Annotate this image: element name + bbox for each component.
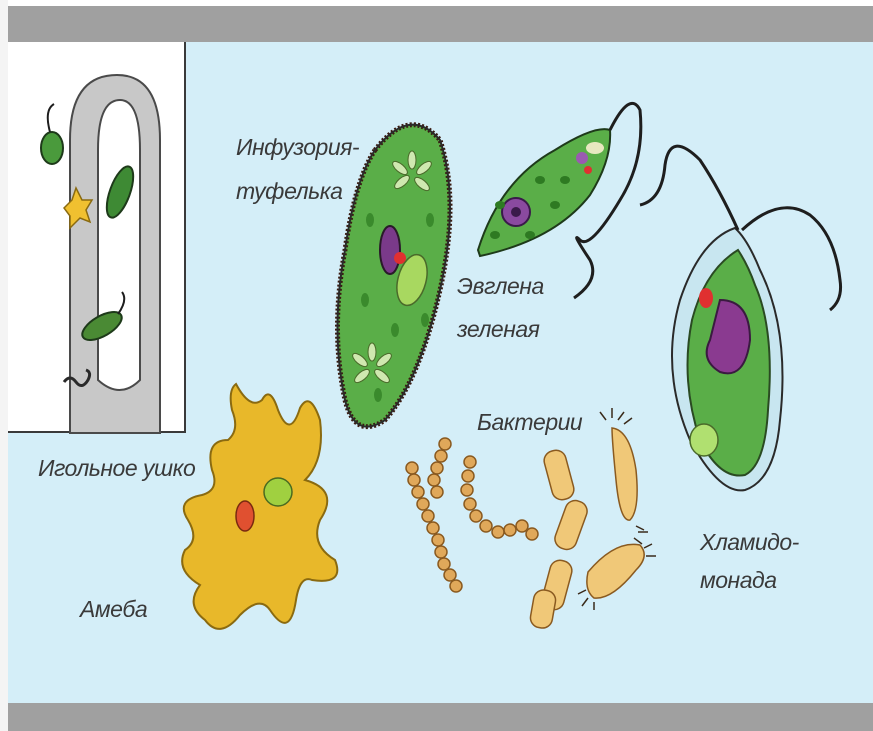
bacteria-illustration [406, 408, 656, 630]
label-amoeba: Амеба [80, 594, 147, 624]
needle-eye-illustration [41, 75, 160, 433]
label-needle-eye: Игольное ушко [38, 453, 195, 483]
label-euglena-line1: Эвглена [457, 271, 544, 301]
tiny-flagellate [41, 132, 63, 164]
label-chlamydomonas-line2: монада [700, 565, 777, 595]
chlamydomonas-illustration [640, 146, 841, 490]
label-bacteria: Бактерии [477, 407, 582, 437]
paramecium-illustration [338, 125, 451, 427]
euglena-illustration [478, 103, 641, 298]
amoeba-vacuole [264, 478, 292, 506]
label-paramecium-line2: туфелька [236, 176, 342, 206]
label-chlamydomonas-line1: Хламидо- [700, 527, 799, 557]
label-paramecium-line1: Инфузория- [236, 132, 359, 162]
label-euglena-line2: зеленая [457, 314, 539, 344]
amoeba-illustration [182, 384, 337, 629]
paramecium-nucleus [380, 226, 400, 274]
